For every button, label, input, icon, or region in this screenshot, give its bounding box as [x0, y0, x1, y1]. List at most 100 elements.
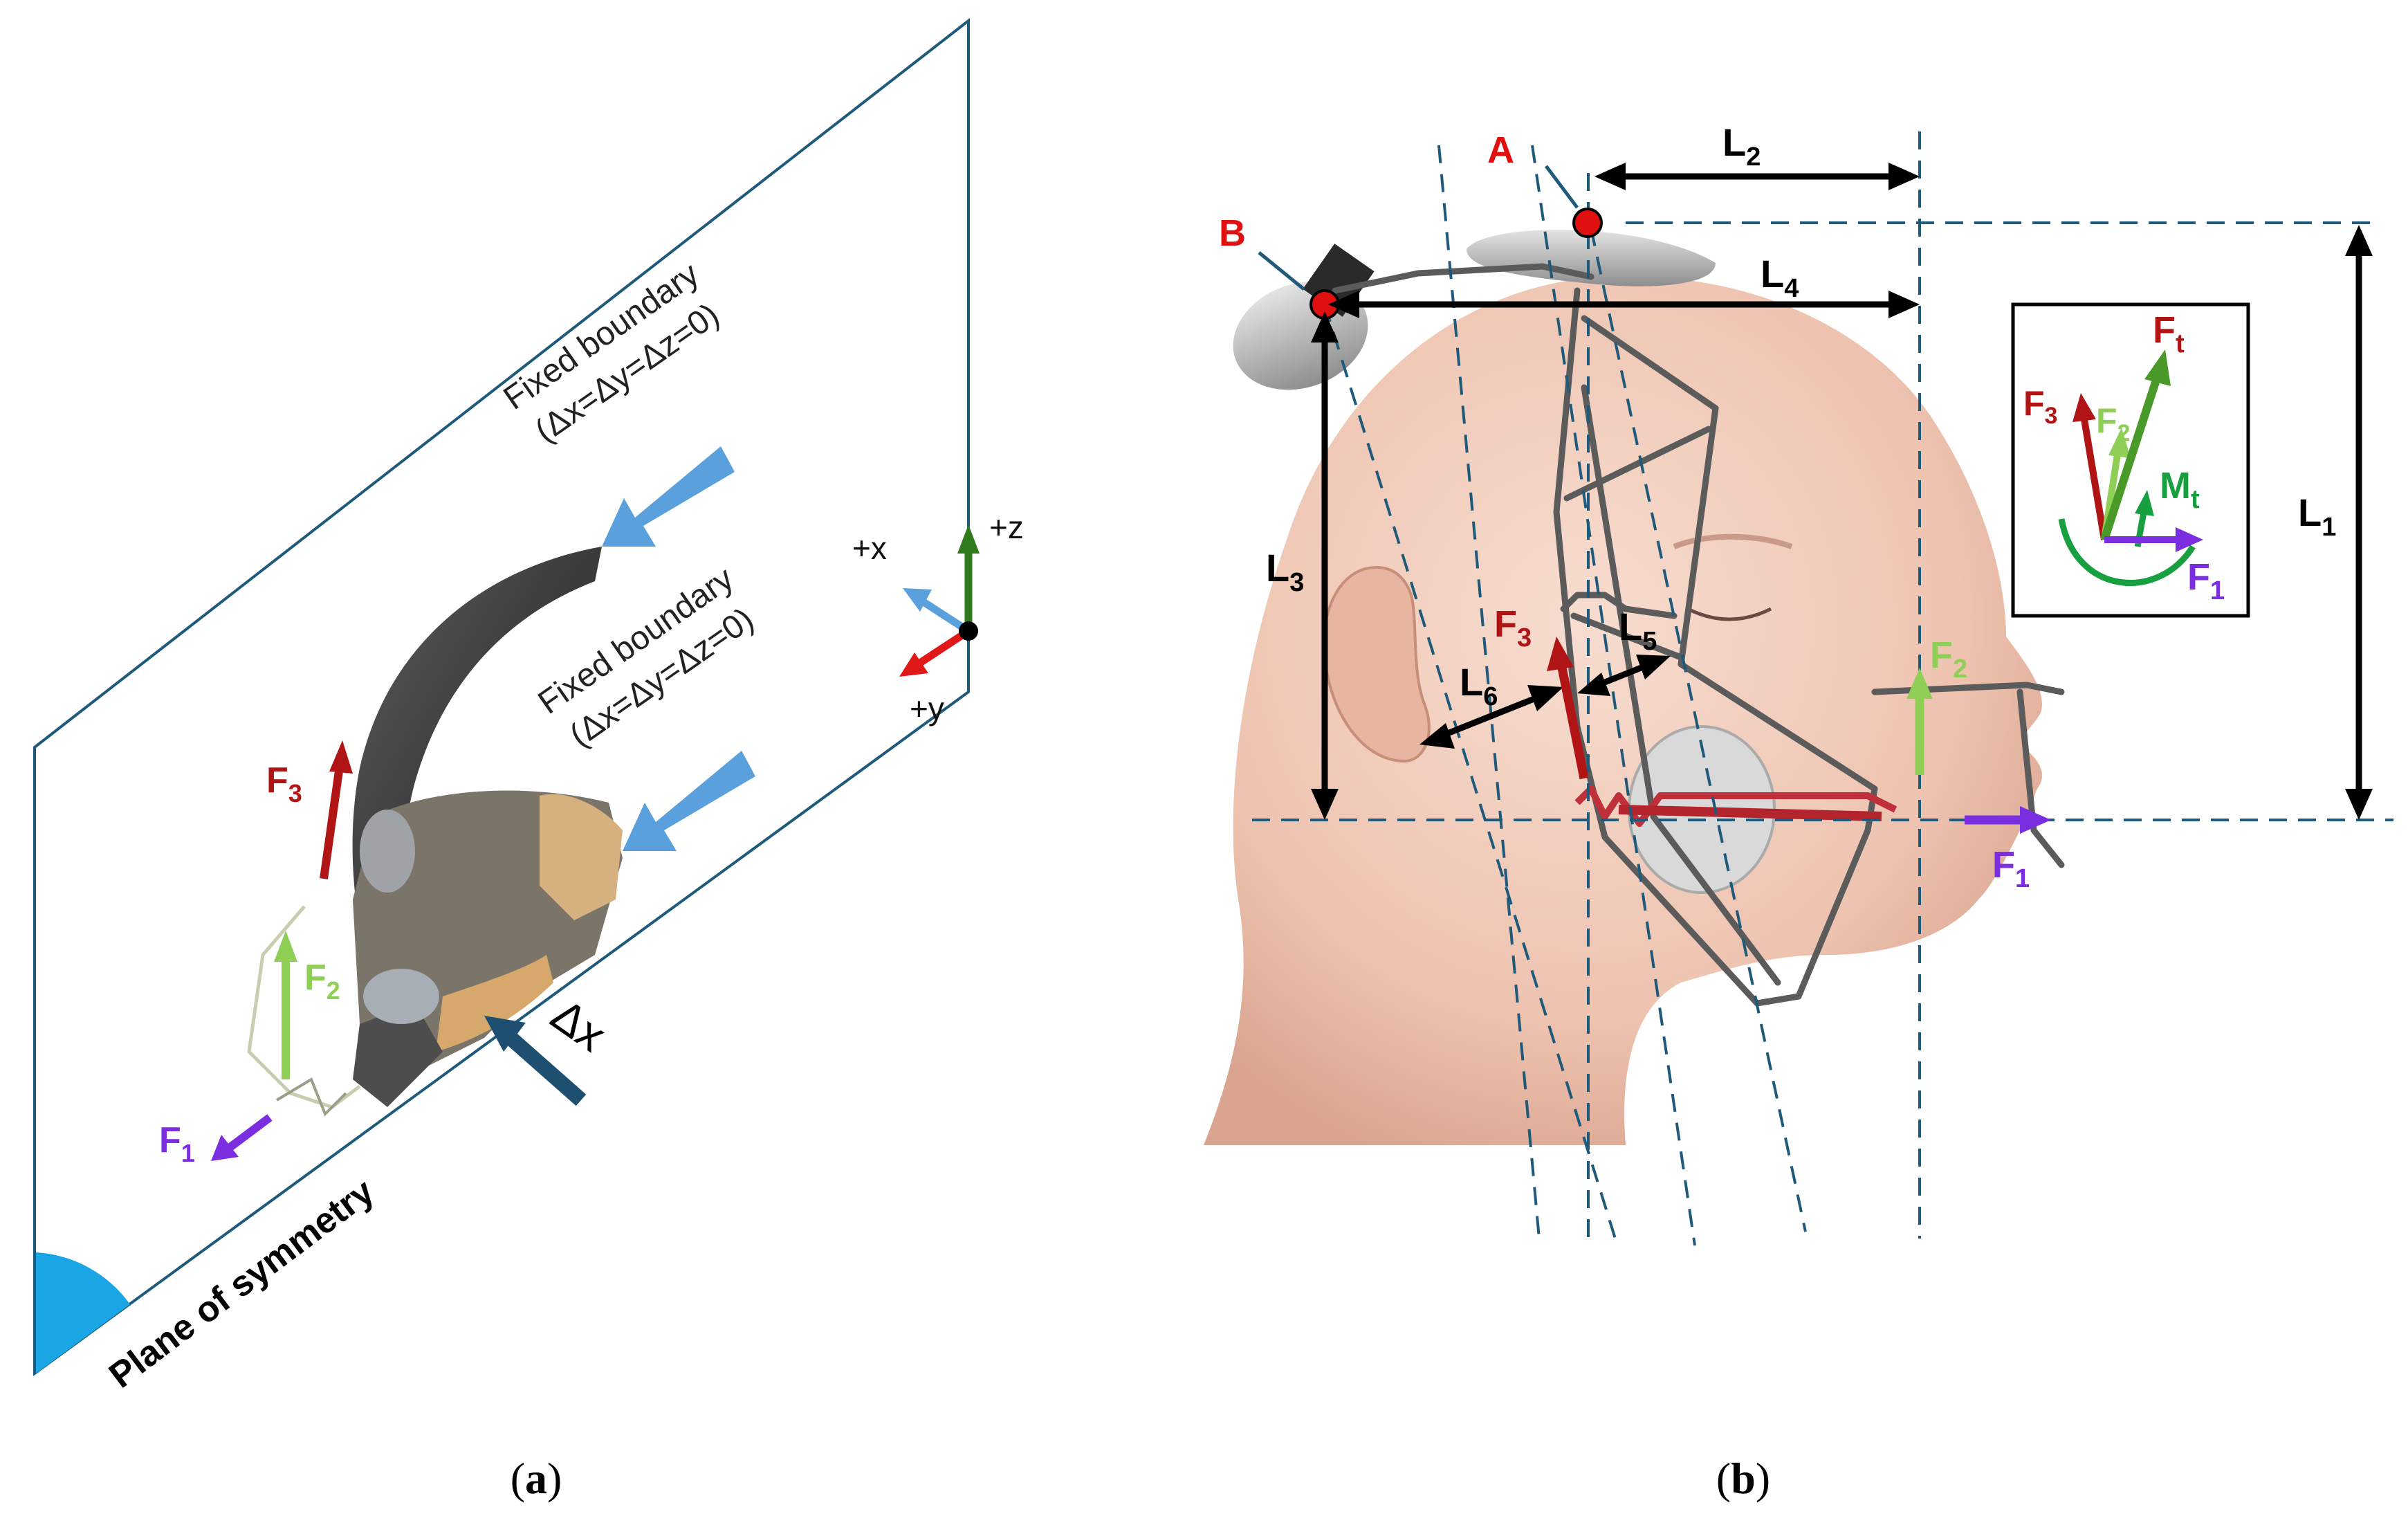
caption-b: (b) [1716, 1454, 1770, 1503]
point-a [1572, 208, 1603, 238]
inset-f3-label: F3 [2023, 384, 2057, 429]
f3-arrow-a [320, 760, 344, 879]
maxilla [540, 794, 623, 920]
dim-l1-label: L1 [2298, 491, 2336, 542]
f2-arrowhead-a [274, 931, 297, 962]
axis-z-head [957, 524, 980, 554]
dim-l4-label: L4 [1761, 252, 1799, 303]
force-inset: Ft F3 F2 Mt F1 [2011, 302, 2250, 618]
top-pad [1467, 230, 1716, 286]
dash-slant-2 [1531, 145, 1696, 1246]
dx-arrow [505, 1032, 587, 1106]
dim-l3: L3 [1266, 311, 1339, 820]
f1-label-a: F1 [159, 1120, 195, 1167]
dash-slant-1 [1437, 145, 1541, 1239]
dim-l6-head-right [1527, 685, 1563, 711]
mandible-tan [436, 955, 553, 1052]
symmetry-plane [33, 17, 970, 1376]
dx-arrowhead [484, 1016, 526, 1052]
panel-b: A B L2 L4 L3 L1 [1204, 120, 2393, 1503]
dim-l5-head-right [1636, 655, 1671, 679]
dash-slant-3 [1590, 228, 1807, 1232]
dim-l3-head-top [1311, 311, 1339, 343]
dim-l5-head-left [1577, 673, 1610, 696]
caption-a: (a) [511, 1454, 562, 1503]
axis-y-label: +y [910, 691, 944, 727]
point-b-label: B [1219, 212, 1246, 254]
closed-eye [1686, 607, 1772, 621]
frame-bow-2 [2016, 688, 2065, 868]
axis-x-head [903, 588, 932, 612]
inset-f2-head [2108, 428, 2131, 458]
elastic-band [1618, 805, 1882, 821]
dim-l2-label: L2 [1722, 120, 1761, 172]
dim-l2: L2 [1594, 120, 1920, 190]
frame-inner [1581, 384, 1781, 986]
dash-slant-b [1323, 304, 1617, 1239]
f2-label-b: F2 [1930, 634, 1967, 684]
f3-label-a: F3 [266, 760, 302, 807]
inset-f3-line [2080, 414, 2108, 540]
inset-f3-head [2072, 393, 2096, 422]
dim-l3-label: L3 [1266, 546, 1304, 597]
inset-ft-head [2144, 349, 2171, 386]
f1-arrowhead-b [2020, 806, 2051, 834]
axis-x-label: +x [852, 530, 887, 566]
f3-arrowhead-b [1547, 637, 1574, 671]
panel-a: Plane of symmetry Fixed boundary (Δx=Δy=… [33, 17, 1024, 1503]
fixed-boundary-lower-arrow [623, 751, 755, 851]
inset-ft-label: Ft [2153, 309, 2185, 358]
dim-l2-head-left [1594, 163, 1626, 190]
point-b-leader [1258, 251, 1305, 291]
cranial-shell [352, 547, 602, 983]
skull-model [352, 547, 623, 1107]
dim-l6-line [1441, 693, 1541, 739]
frame-front [1581, 315, 1878, 1000]
dim-l6: L6 [1419, 660, 1563, 749]
dim-l6-label: L6 [1460, 660, 1498, 711]
f3-arrow-b [1556, 663, 1589, 780]
facemask-wire-a [247, 905, 361, 1109]
fixed-boundary-upper: Fixed boundary (Δx=Δy=Δz=0) [497, 255, 726, 450]
f3-arrowhead-a [329, 740, 353, 774]
point-a-label: A [1487, 129, 1514, 171]
dim-l2-head-right [1888, 163, 1920, 190]
dim-l5: L5 [1577, 605, 1671, 696]
dim-l1: L1 [2298, 225, 2373, 820]
point-a-leader [1545, 165, 1579, 209]
dim-l6-head-left [1419, 723, 1455, 749]
reference-lines [1252, 131, 2393, 1246]
dim-l1-head-top [2345, 225, 2373, 256]
plane-of-symmetry-label: Plane of symmetry [102, 1171, 381, 1396]
axes-triad: +z +x +y [852, 509, 1024, 727]
f1-arrowhead-a [211, 1135, 239, 1161]
inset-moment-arc [2058, 518, 2196, 586]
inset-f1-label: F1 [2187, 556, 2225, 605]
f1-arrow-a [226, 1114, 273, 1152]
frame-side [1553, 287, 1802, 1007]
inset-mt-label: Mt [2160, 465, 2200, 514]
tooth-region [363, 969, 439, 1024]
f2-arrowhead-b [1906, 668, 1933, 699]
fixed-boundary-upper-arrow [602, 446, 735, 547]
head-silhouette [1204, 276, 2043, 1145]
inset-f1-head [2176, 527, 2203, 552]
facemask-wire-b [275, 1077, 347, 1117]
dim-l5-label: L5 [1619, 605, 1657, 656]
plane-angle-marker [36, 1252, 130, 1373]
f3-label-b: F3 [1494, 603, 1532, 652]
frame-hook [1560, 592, 1678, 619]
frame-head-bar [1332, 263, 1594, 294]
inset-f2-label: F2 [2096, 401, 2130, 446]
orbit [360, 810, 415, 893]
dim-l1-head-bottom [2345, 789, 2373, 820]
inset-ft-line [2100, 372, 2162, 541]
lower-jaw [353, 1003, 443, 1107]
dx-label: Δx [542, 989, 616, 1061]
inset-mt-head [2135, 490, 2154, 516]
axis-y-head [899, 652, 928, 677]
dim-l4-head-right [1888, 291, 1920, 318]
axes-origin [959, 621, 978, 641]
dim-l3-head-bottom [1311, 789, 1339, 820]
